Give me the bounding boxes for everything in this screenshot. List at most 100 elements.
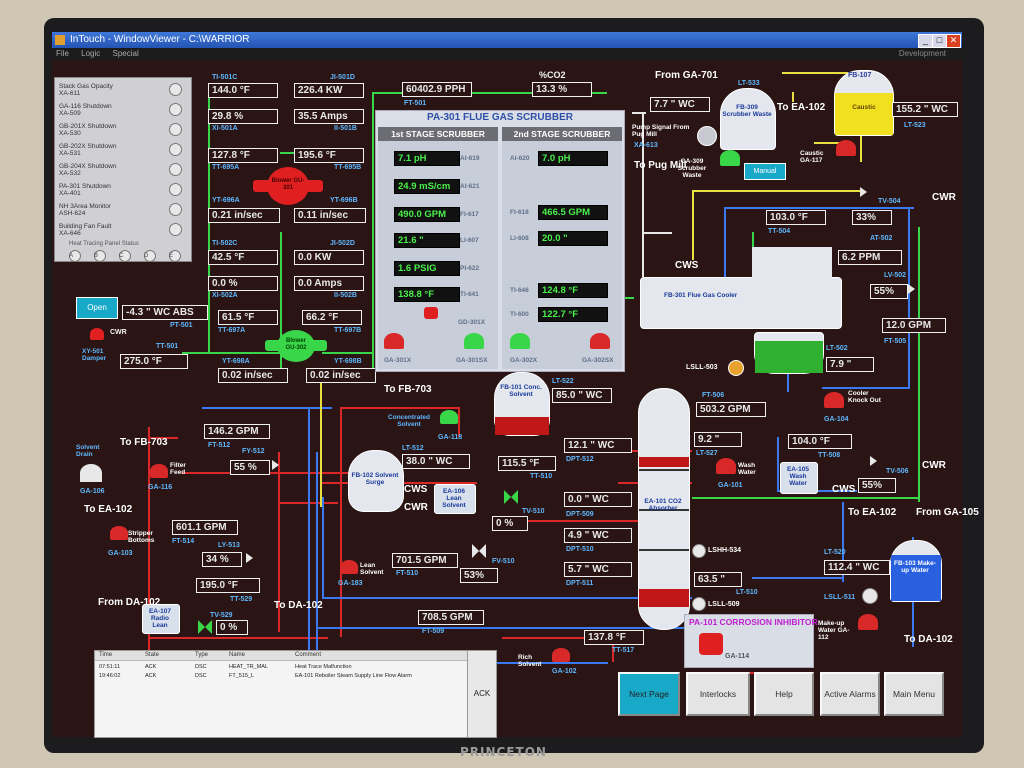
- tv504-valve-icon[interactable]: [860, 187, 867, 197]
- tag-dpt511: DPT-511: [566, 580, 594, 587]
- pump-ga117-icon[interactable]: [836, 140, 856, 156]
- fy512-valve-icon[interactable]: [272, 460, 279, 470]
- value-ji501d: 226.4 KW: [294, 83, 364, 98]
- alarm-lamp-2: [169, 123, 182, 136]
- value-tt697a: 61.5 °F: [218, 310, 278, 325]
- value-ti641: 138.8 °F: [394, 287, 460, 302]
- value-yt698b: 0.02 in/sec: [306, 368, 376, 383]
- pump-ga309-icon[interactable]: [720, 150, 740, 166]
- tag-xi502a: XI-502A: [212, 292, 238, 299]
- tag-ga103: GA-103: [108, 550, 133, 557]
- maximize-button[interactable]: □: [932, 34, 947, 48]
- cws-label-solvent: CWS: [404, 484, 428, 495]
- tag-lsll509: LSLL-509: [708, 601, 740, 608]
- flue-gas-scrubber-panel: PA-301 FLUE GAS SCRUBBER 1st STAGE SCRUB…: [375, 110, 625, 372]
- value-lt527: 9.2 ": [694, 432, 742, 447]
- absorber-column: [638, 388, 690, 630]
- scrubber-fan-icon[interactable]: [424, 307, 438, 319]
- tag-lt502: LT-502: [826, 345, 848, 352]
- tv510-valve-icon[interactable]: [504, 490, 518, 504]
- help-button[interactable]: Help: [754, 672, 814, 716]
- tag-lt512: LT-512: [402, 445, 424, 452]
- pump-ga112-icon[interactable]: [858, 614, 878, 630]
- interlocks-button[interactable]: Interlocks: [686, 672, 750, 716]
- tag-tv529: TV-529: [210, 612, 233, 619]
- pump-ga116-icon[interactable]: [150, 464, 168, 478]
- pump-ga301sx-icon[interactable]: [464, 333, 484, 349]
- fb101-label: FB-101 Conc. Solvent: [500, 384, 542, 398]
- fb102-vessel: [348, 450, 404, 512]
- tag-ai621: AI-621: [460, 183, 480, 190]
- tag-fy512: FY-512: [242, 448, 265, 455]
- tv506-valve-icon[interactable]: [870, 456, 877, 466]
- cwr-label-solvent: CWR: [404, 502, 428, 513]
- flue-gas-cooler-top: [752, 247, 832, 282]
- pump-ga302sx-icon[interactable]: [590, 333, 610, 349]
- value-ft509: 708.5 GPM: [418, 610, 484, 625]
- damper-open-button[interactable]: Open: [76, 297, 118, 319]
- to-da102-label-left: To DA-102: [274, 600, 323, 611]
- alarm-lamp-1: [169, 103, 182, 116]
- alarm-log-row[interactable]: 07:51:11 ACK DSC HEAT_TR_MAL Heat Trace …: [99, 664, 352, 670]
- from-ga105-label: From GA-105: [916, 507, 979, 518]
- tag-at502: AT-502: [870, 235, 893, 242]
- tag-fi617: FI-617: [460, 211, 479, 218]
- menu-special[interactable]: Special: [112, 49, 139, 58]
- tag-fi618: FI-618: [510, 209, 529, 216]
- tag-tt697b: TT-697B: [334, 327, 362, 334]
- damper-icon[interactable]: [90, 328, 104, 340]
- alarm-log-row[interactable]: 19:46:02 ACK DSC FT_515_L EA-101 Reboile…: [99, 673, 412, 679]
- makeup-level-fill: [891, 555, 941, 601]
- main-menu-button[interactable]: Main Menu: [884, 672, 944, 716]
- pump-ga102-icon[interactable]: [552, 648, 570, 662]
- blower-302-body: [265, 340, 327, 351]
- title-bar: InTouch - WindowViewer - C:\WARRIOR _ □ …: [52, 32, 962, 48]
- pump-ga103-icon[interactable]: [110, 526, 128, 540]
- tag-tt695a: TT-695A: [212, 164, 240, 171]
- next-page-button[interactable]: Next Page: [618, 672, 680, 716]
- heat-trace-title: Heat Tracing Panel Status: [69, 241, 139, 247]
- menu-file[interactable]: File: [56, 49, 69, 58]
- menu-logic[interactable]: Logic: [81, 49, 101, 58]
- tag-ti646: TI-646: [510, 287, 529, 294]
- pump-ga302x-icon[interactable]: [510, 333, 530, 349]
- ea107-label: EA-107 Radio Lean: [148, 608, 172, 629]
- pump-ga118-icon[interactable]: [440, 410, 458, 424]
- value-ii501b: 35.5 Amps: [294, 109, 364, 124]
- value-tv504: 33%: [852, 210, 892, 225]
- tag-dpt512: DPT-512: [566, 456, 594, 463]
- value-tt504: 103.0 °F: [766, 210, 826, 225]
- tag-gd301x: GD-301X: [458, 319, 486, 326]
- lv502-valve-icon[interactable]: [908, 284, 915, 294]
- value-lt520: 112.4 " WC: [824, 560, 890, 575]
- value-lv502: 55%: [870, 284, 908, 299]
- pump-ga104-icon[interactable]: [824, 392, 844, 408]
- damper-label: XY-501 Damper: [82, 348, 107, 362]
- to-ea102-label-left: To EA-102: [84, 504, 133, 515]
- fv510-valve-icon[interactable]: [472, 544, 486, 558]
- cwr-label-cooler: CWR: [932, 192, 956, 203]
- pump-ga183-icon[interactable]: [340, 560, 358, 574]
- from-da102-label: From DA-102: [98, 597, 161, 608]
- corrosion-pump-icon[interactable]: [699, 633, 723, 655]
- value-at502: 6.2 PPM: [838, 250, 902, 265]
- minimize-button[interactable]: _: [918, 34, 933, 48]
- tag-xi501a: XI-501A: [212, 125, 238, 132]
- tag-tt504: TT-504: [768, 228, 791, 235]
- tag-ly513: LY-513: [218, 542, 240, 549]
- ly513-valve-icon[interactable]: [246, 553, 253, 563]
- pump-ga301x-icon[interactable]: [384, 333, 404, 349]
- filter-feed-label: Filter Feed: [170, 462, 186, 476]
- heat-trace-lamp-e: [169, 250, 181, 262]
- ack-button[interactable]: ACK: [467, 650, 497, 738]
- cws-label-absorber: CWS: [832, 484, 856, 495]
- fb101-vessel: [494, 372, 550, 436]
- value-tt501: 275.0 °F: [120, 354, 188, 369]
- close-button[interactable]: ✕: [946, 34, 961, 48]
- manual-button[interactable]: Manual: [744, 163, 786, 180]
- active-alarms-button[interactable]: Active Alarms: [820, 672, 880, 716]
- pump-ga101-icon[interactable]: [716, 458, 736, 474]
- tv529-valve-icon[interactable]: [198, 620, 212, 634]
- blower-301-body: [253, 180, 323, 192]
